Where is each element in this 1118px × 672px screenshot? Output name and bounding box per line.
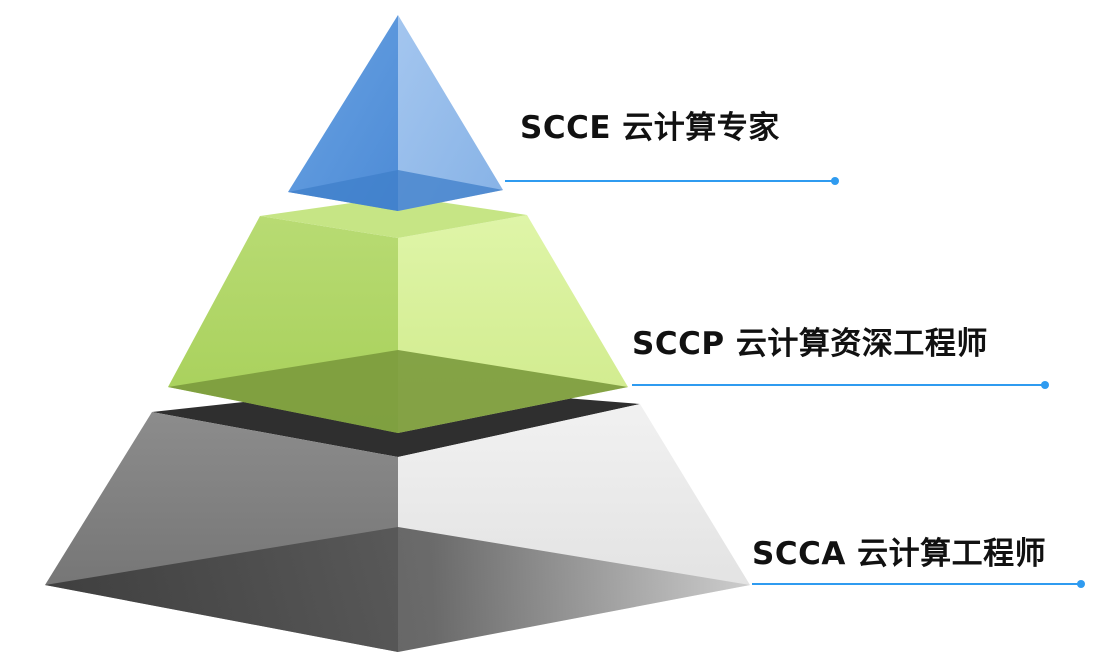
connector-bottom-dot (1077, 580, 1085, 588)
tier-top-left-face (288, 15, 398, 211)
connector-bottom (752, 580, 1085, 588)
connector-top (505, 177, 839, 185)
tier-middle-top-face (260, 196, 527, 238)
connector-top-dot (831, 177, 839, 185)
tier-top-base-shade (288, 170, 503, 211)
connector-middle-dot (1041, 381, 1049, 389)
tier-label-scce: SCCE 云计算专家 (520, 110, 780, 146)
tier-label-sccp: SCCP 云计算资深工程师 (632, 326, 988, 362)
tier-label-scca: SCCA 云计算工程师 (752, 536, 1047, 572)
tier-bottom (45, 385, 750, 652)
tier-top (288, 15, 503, 211)
tier-middle-base-shade (168, 350, 628, 433)
tier-middle (168, 196, 628, 433)
tier-top-right-face (398, 15, 503, 211)
tier-bottom-base-shade (45, 527, 750, 652)
connector-middle (632, 381, 1049, 389)
